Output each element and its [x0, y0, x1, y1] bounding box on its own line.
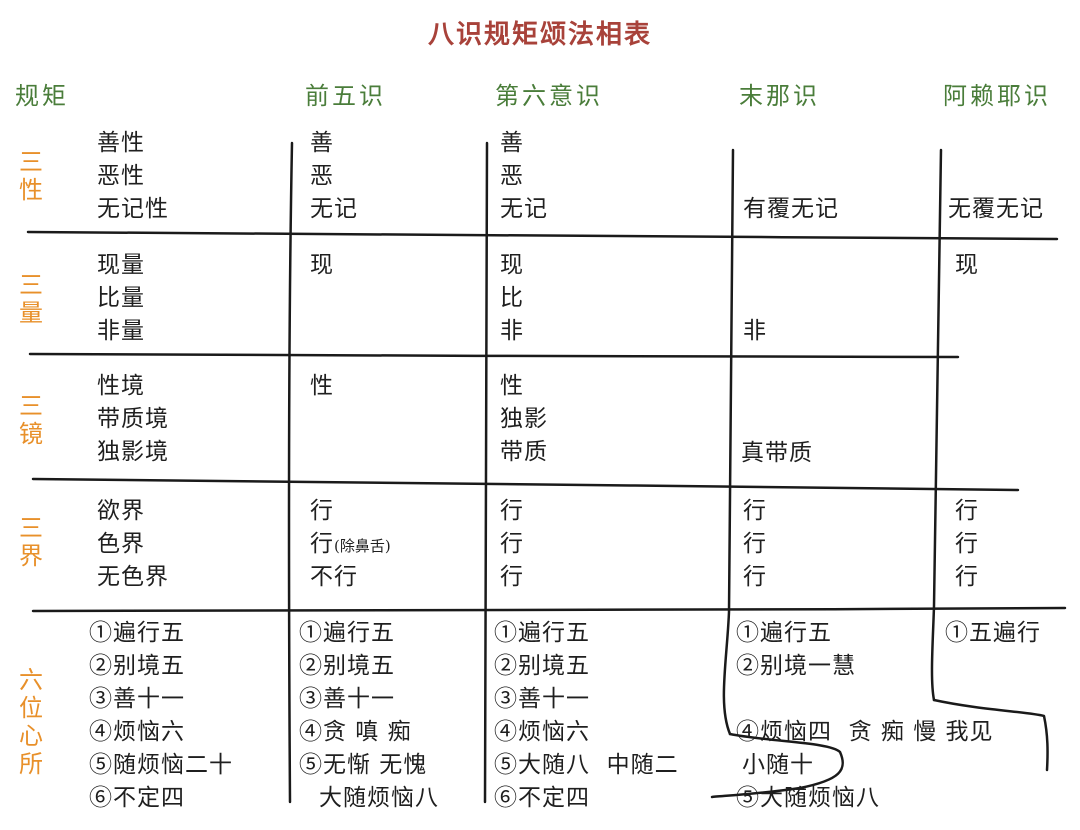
category-three-natures: 三性: [19, 148, 43, 204]
cell-value: ③善十一: [494, 686, 590, 712]
rule-item: 无色界: [97, 564, 169, 590]
cell-value: 行: [743, 531, 767, 557]
manas-cell: 非: [743, 318, 767, 344]
rule-item: ①遍行五: [89, 620, 185, 646]
rule-item: 独影境: [97, 439, 169, 465]
cell-value: 非: [500, 318, 524, 344]
five-consciousness-cell: 性: [310, 373, 334, 399]
header-rule: 规矩: [15, 82, 69, 110]
cell-value: ①遍行五: [494, 620, 590, 646]
cell-value: ②别境五: [299, 653, 395, 679]
cell-value: 行: [500, 531, 524, 557]
manas-cell: 有覆无记: [743, 196, 839, 222]
sixth-consciousness-cells: 善 恶 无记: [500, 127, 548, 226]
rule-item: 带质境: [97, 406, 169, 432]
rule-item: 非量: [97, 318, 145, 344]
rule-item: 性境: [97, 373, 145, 399]
rule-item: ②别境五: [89, 653, 185, 679]
cell-value: 大随烦恼八: [319, 785, 439, 811]
cell-note: (除鼻舌): [334, 537, 391, 555]
alaya-cell: ①五遍行: [945, 620, 1041, 646]
cell-value: 行: [955, 531, 979, 557]
sixth-consciousness-cells: 现 比 非: [500, 249, 524, 348]
cell-value: ④烦恼六: [494, 719, 590, 745]
cell-value: 行: [310, 531, 334, 557]
cell-value: ⑤大随八 中随二: [494, 752, 679, 778]
header-manas: 末那识: [739, 82, 820, 110]
cell-spacer: [736, 683, 994, 716]
category-three-realms: 三界: [19, 514, 43, 570]
cell-value: ④贪 嗔 痴: [299, 719, 412, 745]
cell-value: 行: [743, 498, 767, 524]
rule-items: 欲界 色界 无色界: [97, 495, 169, 594]
cell-value: ①遍行五: [736, 620, 832, 646]
rule-item: ④烦恼六: [89, 719, 185, 745]
cell-value: 独影: [500, 406, 548, 432]
cell-value: 行(除鼻舌): [310, 528, 391, 561]
page-title: 八识规矩颂法相表: [427, 20, 652, 50]
cell-value: ④烦恼四 贪 痴 慢 我见: [736, 719, 994, 745]
manas-cell: 真带质: [741, 440, 813, 466]
sixth-consciousness-cells: 行 行 行: [500, 495, 524, 594]
cell-value: ①遍行五: [299, 620, 395, 646]
rule-item: 现量: [97, 252, 145, 278]
cell-value: 行: [955, 564, 979, 590]
sixth-consciousness-cells: ①遍行五 ②别境五 ③善十一 ④烦恼六 ⑤大随八 中随二 ⑥不定四: [494, 617, 679, 815]
rule-item: ⑥不定四: [89, 785, 185, 811]
header-alaya: 阿赖耶识: [943, 82, 1051, 110]
cell-value: 恶: [310, 163, 334, 189]
rule-item: 欲界: [97, 498, 145, 524]
cell-value: ⑥不定四: [494, 785, 590, 811]
rule-item: ③善十一: [89, 686, 185, 712]
five-consciousness-cell: 现: [310, 252, 334, 278]
cell-value: 无记: [310, 196, 358, 222]
cell-value: 行: [500, 498, 524, 524]
cell-value: ⑤大随烦恼八: [736, 785, 880, 811]
manas-cells: ①遍行五 ②别境一慧 ④烦恼四 贪 痴 慢 我见 小随十 ⑤大随烦恼八: [736, 617, 994, 815]
cell-value: ③善十一: [299, 686, 395, 712]
rule-item: 色界: [97, 531, 145, 557]
rule-items: 善性 恶性 无记性: [97, 127, 169, 226]
rule-items: 性境 带质境 独影境: [97, 370, 169, 469]
cell-value: ⑤无惭 无愧: [299, 752, 428, 778]
rule-item: 无记性: [97, 196, 169, 222]
cell-value: 善: [310, 130, 334, 156]
five-consciousness-cells: ①遍行五 ②别境五 ③善十一 ④贪 嗔 痴 ⑤无惭 无愧 大随烦恼八: [299, 617, 439, 815]
category-three-objects: 三镜: [19, 392, 43, 448]
category-three-valid-cognitions: 三量: [19, 271, 43, 327]
cell-value: 行: [310, 498, 334, 524]
cell-value: 善: [500, 130, 524, 156]
cell-value: 行: [743, 564, 767, 590]
cell-value: 现: [500, 252, 524, 278]
rule-item: ⑤随烦恼二十: [89, 752, 233, 778]
rule-item: 比量: [97, 285, 145, 311]
cell-value: ②别境一慧: [736, 653, 856, 679]
five-consciousness-cells: 善 恶 无记: [310, 127, 358, 226]
rule-items: ①遍行五 ②别境五 ③善十一 ④烦恼六 ⑤随烦恼二十 ⑥不定四: [89, 617, 233, 815]
alaya-cell: 无覆无记: [948, 196, 1044, 222]
cell-value: 恶: [500, 163, 524, 189]
alaya-cell: 现: [955, 252, 979, 278]
header-five-consciousness: 前五识: [305, 82, 386, 110]
cell-value: 带质: [500, 439, 548, 465]
cell-value: 无记: [500, 196, 548, 222]
cell-value: 小随十: [742, 752, 814, 778]
rule-item: 恶性: [97, 163, 145, 189]
cell-value: 性: [500, 373, 524, 399]
category-six-mental-factors: 六位心所: [19, 666, 43, 778]
five-consciousness-cells: 行 行(除鼻舌) 不行: [310, 495, 391, 594]
cell-value: 比: [500, 285, 524, 311]
cell-value: 行: [955, 498, 979, 524]
cell-value: ②别境五: [494, 653, 590, 679]
cell-value: 行: [500, 564, 524, 590]
header-sixth-consciousness: 第六意识: [495, 82, 603, 110]
manas-cells: 行 行 行: [743, 495, 767, 594]
cell-value: 不行: [310, 564, 358, 590]
rule-items: 现量 比量 非量: [97, 249, 145, 348]
rule-item: 善性: [97, 130, 145, 156]
sixth-consciousness-cells: 性 独影 带质: [500, 370, 548, 469]
alaya-cells: 行 行 行: [955, 495, 979, 594]
